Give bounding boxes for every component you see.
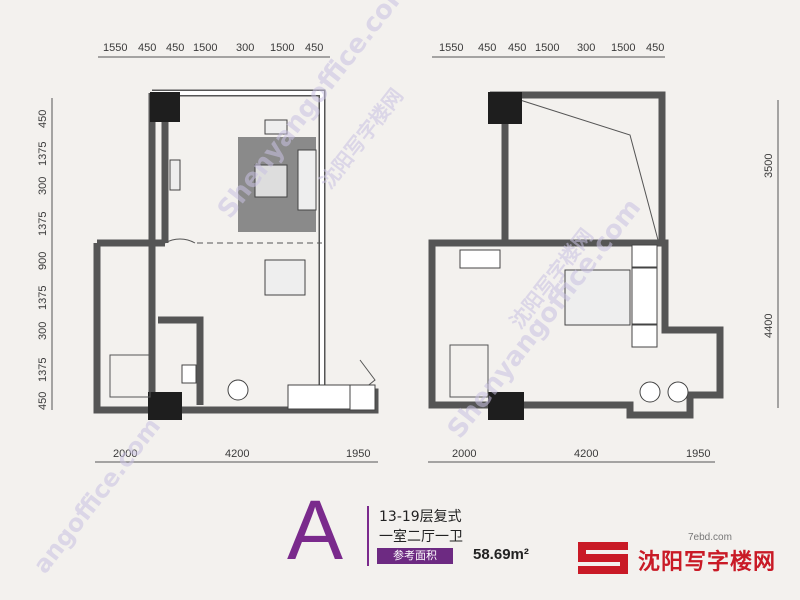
left-kitchen-counter bbox=[287, 384, 351, 410]
right-nightstand-top bbox=[631, 244, 658, 268]
left-top-dim-7: 450 bbox=[305, 42, 323, 54]
left-top-dim-3: 450 bbox=[166, 42, 184, 54]
left-top-dim-6: 1500 bbox=[270, 42, 294, 54]
watermark-text-3: angoffice.com bbox=[28, 412, 166, 578]
right-desk bbox=[459, 249, 501, 269]
right-bottom-dim-1: 2000 bbox=[452, 448, 476, 460]
right-top-dim-3: 450 bbox=[508, 42, 526, 54]
info-divider bbox=[367, 506, 369, 566]
left-bottom-dim-3: 1950 bbox=[346, 448, 370, 460]
left-dining-table bbox=[264, 259, 306, 296]
left-west-wall bbox=[93, 239, 165, 414]
right-bottom-dim-2: 4200 bbox=[574, 448, 598, 460]
right-bottom-dimensions: 2000 4200 1950 bbox=[452, 448, 710, 460]
floors-label: 13-19层复式 bbox=[379, 509, 462, 525]
left-side-dim-3: 300 bbox=[37, 177, 49, 195]
layout-label: 一室二厅一卫 bbox=[379, 529, 463, 545]
left-side-dim-9: 450 bbox=[37, 392, 49, 410]
left-side-dim-4: 1375 bbox=[37, 212, 49, 236]
unit-info-block: A 13-19层复式 一室二厅一卫 参考面积 58.69m² bbox=[287, 488, 587, 574]
right-top-dim-2: 450 bbox=[478, 42, 496, 54]
right-top-dim-4: 1500 bbox=[535, 42, 559, 54]
left-side-dimensions: 450 1375 300 1375 900 1375 300 1375 450 bbox=[37, 110, 49, 410]
right-bottom-dim-3: 1950 bbox=[686, 448, 710, 460]
right-void-line bbox=[519, 99, 659, 241]
left-top-dimensions: 1550 450 450 1500 300 1500 450 bbox=[103, 42, 323, 54]
left-top-dim-2: 450 bbox=[138, 42, 156, 54]
right-column-ne bbox=[488, 92, 522, 124]
left-top-dim-5: 300 bbox=[236, 42, 254, 54]
left-side-dim-8: 1375 bbox=[37, 358, 49, 382]
left-bath-wall bbox=[158, 316, 204, 405]
brand-name: 沈阳写字楼网 bbox=[638, 550, 777, 575]
right-top-dim-7: 450 bbox=[646, 42, 664, 54]
left-top-dim-4: 1500 bbox=[193, 42, 217, 54]
left-wall-core bbox=[152, 91, 324, 392]
right-wardrobe bbox=[631, 267, 658, 325]
left-coffee-table bbox=[254, 164, 288, 198]
right-stairs bbox=[449, 344, 489, 398]
right-floor-plan: 1550 450 450 1500 300 1500 450 3500 4400 bbox=[428, 42, 779, 463]
right-top-dimensions: 1550 450 450 1500 300 1500 450 bbox=[439, 42, 664, 54]
area-label-badge: 参考面积 bbox=[377, 548, 453, 564]
right-upper-wall bbox=[490, 91, 666, 243]
right-top-dim-1: 1550 bbox=[439, 42, 463, 54]
right-bed bbox=[564, 269, 631, 326]
left-stairs bbox=[109, 354, 151, 398]
right-column-sw bbox=[488, 392, 524, 420]
area-value: 58.69m² bbox=[473, 546, 529, 563]
left-tv-cabinet bbox=[169, 159, 181, 191]
left-bottom-dim-1: 2000 bbox=[113, 448, 137, 460]
left-top-dim-1: 1550 bbox=[103, 42, 127, 54]
left-washbasin bbox=[227, 379, 249, 401]
left-floor-plan: 1550 450 450 1500 300 1500 450 450 1375 … bbox=[37, 42, 379, 463]
left-armchair bbox=[264, 119, 288, 135]
left-bottom-dim-2: 4200 bbox=[225, 448, 249, 460]
brand-logo-icon bbox=[578, 542, 628, 574]
left-door-swing bbox=[164, 238, 196, 244]
left-side-dim-6: 1375 bbox=[37, 286, 49, 310]
right-side-dim-2: 4400 bbox=[763, 314, 775, 338]
left-column-ne bbox=[150, 92, 180, 122]
right-top-dim-5: 300 bbox=[577, 42, 595, 54]
right-chair-1 bbox=[639, 381, 661, 403]
brand-logo: 沈阳写字楼网 bbox=[578, 540, 778, 580]
left-side-dim-5: 900 bbox=[37, 252, 49, 270]
left-column-sw bbox=[148, 392, 182, 420]
right-side-dimensions: 3500 4400 bbox=[763, 154, 775, 338]
right-top-dim-6: 1500 bbox=[611, 42, 635, 54]
left-side-dim-7: 300 bbox=[37, 322, 49, 340]
unit-type-letter: A bbox=[287, 483, 344, 577]
right-nightstand-bottom bbox=[631, 324, 658, 348]
left-fridge bbox=[349, 384, 376, 411]
site-tag: 7ebd.com bbox=[688, 532, 732, 543]
right-side-dim-1: 3500 bbox=[763, 154, 775, 178]
left-side-dim-1: 450 bbox=[37, 110, 49, 128]
left-bottom-dimensions: 2000 4200 1950 bbox=[113, 448, 370, 460]
left-sofa bbox=[297, 149, 317, 211]
right-chair-2 bbox=[667, 381, 689, 403]
left-toilet bbox=[181, 364, 197, 384]
left-side-dim-2: 1375 bbox=[37, 142, 49, 166]
